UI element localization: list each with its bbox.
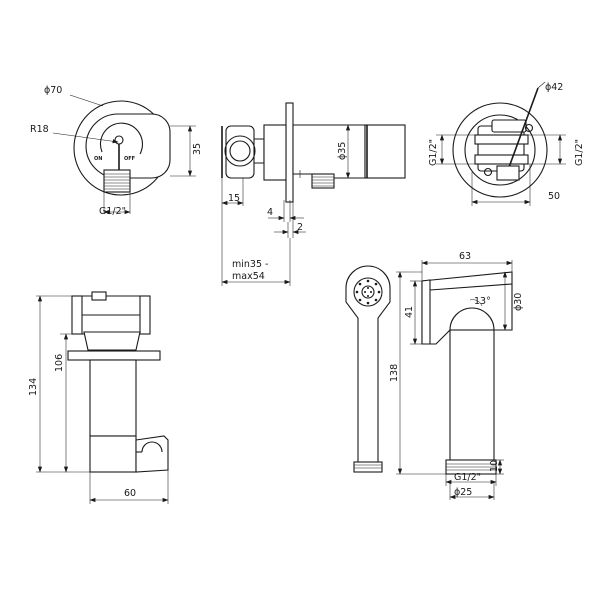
- holder-neck: [83, 331, 141, 351]
- side-holder-ring-inner: [229, 140, 251, 162]
- side-thread-hatch: [312, 176, 334, 187]
- front-on-label: ON: [94, 156, 102, 162]
- holder-134-label: 134: [28, 378, 39, 396]
- rear-view: ɸ42 G1/2" G1/2" 50: [428, 81, 585, 206]
- spray-side-head: [421, 271, 513, 345]
- holder-60-label: 60: [124, 488, 136, 499]
- spray-63-label: 63: [459, 251, 471, 262]
- spray-side-thread-hatch: [446, 463, 496, 471]
- front-35-label: 35: [192, 143, 203, 155]
- rear-d42-leader: [537, 81, 546, 89]
- rear-bar-top: [474, 134, 529, 145]
- holder-hook-cradle: [141, 441, 163, 453]
- side-2-label: 2: [297, 222, 303, 233]
- holder-head-left-cap: [71, 295, 83, 335]
- rear-bottom-tab: [496, 165, 520, 181]
- side-rear-body: [263, 124, 287, 181]
- holder-top-tab: [91, 291, 107, 301]
- spray-view: 63 41 138 ɸ30 13° 10 G1/2" ɸ25: [345, 251, 524, 500]
- holder-lower-body: [89, 435, 137, 473]
- spray-41-label: 41: [404, 306, 415, 318]
- front-r18-label: R18: [30, 124, 49, 135]
- holder-body: [89, 359, 137, 437]
- rear-rosette: [452, 102, 548, 198]
- front-handle-arc: [99, 122, 144, 155]
- rear-g12-left-label: G1/2": [428, 139, 439, 166]
- rear-inner-ring: [464, 114, 536, 186]
- spray-g12-label: G1/2": [454, 472, 481, 483]
- side-d35-label: ɸ35: [337, 142, 348, 160]
- holder-106-label: 106: [54, 354, 65, 372]
- side-valve-body: [292, 124, 366, 179]
- side-15-label: 15: [228, 193, 240, 204]
- rear-bar-bottom: [474, 154, 529, 165]
- rear-d42-label: ɸ42: [545, 82, 563, 93]
- front-d70-label: ɸ70: [44, 85, 62, 96]
- spray-side-handle: [449, 329, 495, 463]
- front-off-label: OFF: [124, 156, 135, 162]
- front-thread-connector: [103, 169, 131, 193]
- spray-138-label: 138: [389, 364, 400, 382]
- spray-nozzle-holes: [355, 279, 381, 305]
- side-wall-plate: [285, 102, 294, 203]
- front-view: ON OFF ɸ70 R18 35 G1/2": [30, 85, 203, 217]
- holder-view: 134 106 60: [28, 291, 169, 504]
- side-holder-body: [225, 125, 255, 179]
- spray-nozzle-center: [361, 285, 375, 299]
- rear-top-cap: [491, 119, 527, 133]
- side-range-label-1: min35 -: [232, 259, 268, 270]
- side-4-label: 4: [267, 207, 273, 218]
- front-g12-label: G1/2": [99, 206, 126, 217]
- spray-angle-label: 13°: [474, 296, 491, 307]
- front-thread-hatch: [104, 173, 130, 190]
- front-d70-leader: [69, 94, 104, 107]
- spray-front-thread: [353, 461, 383, 473]
- rear-g12-right-label: G1/2": [574, 139, 585, 166]
- rear-50-label: 50: [548, 191, 560, 202]
- spray-d25-label: ɸ25: [454, 487, 472, 498]
- rear-screw-bottom: [483, 167, 493, 177]
- side-handle: [364, 124, 406, 179]
- side-range-label-2: max54: [232, 271, 265, 282]
- holder-wall-plate: [67, 350, 161, 361]
- spray-side-trigger-plate: [421, 279, 431, 345]
- front-r18-leader: [52, 132, 119, 144]
- holder-hook-base: [135, 435, 169, 473]
- side-thread-connector: [311, 173, 335, 189]
- rear-diagonal-stem: [507, 87, 539, 171]
- side-view: ɸ35 15 4 2 min35 - max54: [221, 102, 406, 286]
- holder-head-right-cap: [139, 295, 151, 335]
- rear-screw-top: [524, 123, 534, 133]
- spray-front-thread-hatch: [354, 464, 382, 469]
- spray-nozzle-face: [353, 277, 383, 307]
- spray-side-groove: [429, 283, 513, 291]
- side-holder-ring-outer: [224, 135, 256, 167]
- spray-angle-arc: [469, 299, 483, 307]
- spray-10-label: 10: [489, 460, 500, 472]
- spray-d30-label: ɸ30: [513, 293, 524, 311]
- spray-front-body: [345, 265, 391, 463]
